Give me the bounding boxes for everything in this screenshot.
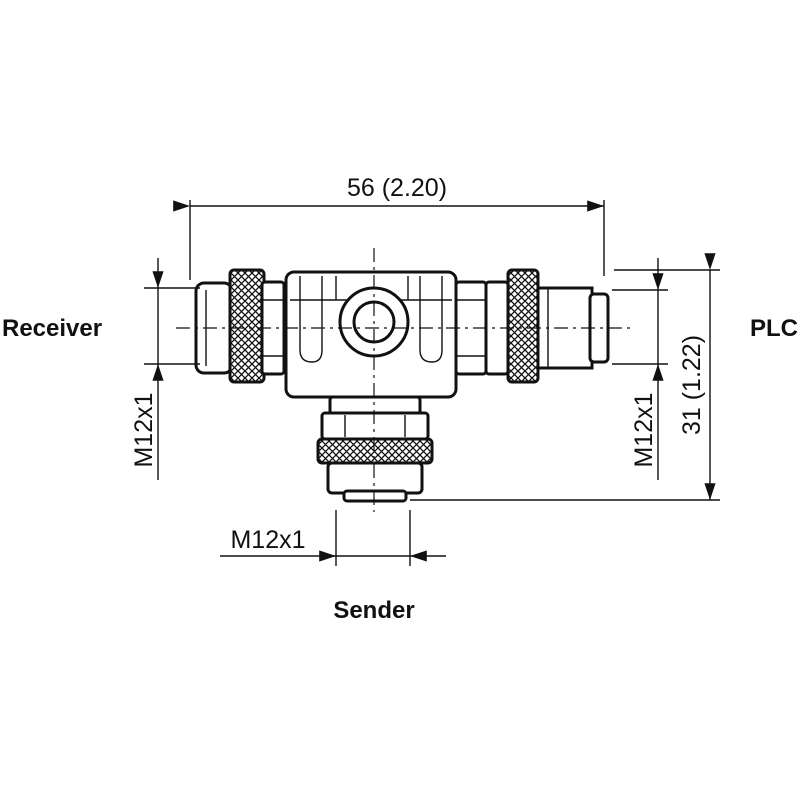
height-dimension-text: 31 (1.22) — [678, 335, 706, 435]
connector-body — [284, 270, 458, 399]
left-thread-text: M12x1 — [130, 392, 158, 467]
sender-label: Sender — [333, 597, 414, 624]
right-connector — [454, 268, 610, 384]
bottom-knurled-nut — [316, 437, 434, 465]
right-thread-text: M12x1 — [630, 392, 658, 467]
center-lines — [176, 248, 632, 512]
bottom-hex — [320, 411, 430, 441]
left-connector — [194, 268, 286, 384]
left-knurled-nut — [228, 268, 266, 384]
bottom-connector — [316, 395, 434, 503]
bottom-coupling-end — [342, 489, 408, 503]
housing-groove — [419, 276, 443, 363]
bottom-thread-dimension: M12x1 — [220, 510, 446, 566]
receiver-label: Receiver — [2, 315, 102, 342]
plc-label: PLC — [750, 315, 798, 342]
housing-groove — [299, 276, 323, 363]
width-dimension: 56 (2.20) — [173, 174, 605, 280]
right-knurled-nut — [506, 268, 540, 384]
height-dimension: 31 (1.22) — [410, 253, 720, 501]
housing-groove — [335, 276, 409, 300]
right-thread-dimension: M12x1 — [612, 258, 668, 480]
left-thread-dimension: M12x1 — [130, 258, 200, 480]
bottom-coupling — [326, 461, 424, 495]
bottom-thread-text: M12x1 — [230, 526, 305, 554]
width-dimension-text: 56 (2.20) — [347, 174, 447, 202]
